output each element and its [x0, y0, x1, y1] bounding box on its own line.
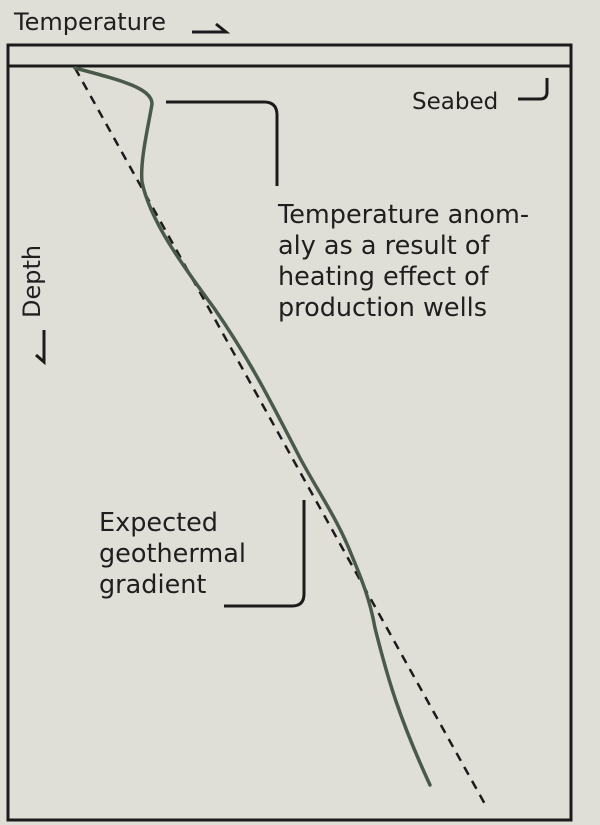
depth-axis-title: Depth [18, 244, 46, 318]
measured-temperature-curve [73, 66, 432, 787]
gradient-leader-line [224, 500, 306, 608]
depth-arrow-icon [35, 330, 46, 366]
plot-frame [6, 43, 573, 822]
anomaly-leader-line [166, 100, 279, 186]
seabed-label: Seabed [412, 89, 499, 115]
seabed-connector [518, 78, 549, 101]
temperature-axis-title: Temperature [14, 8, 167, 36]
temperature-arrow-icon [192, 22, 231, 34]
expected-geothermal-gradient-line [73, 67, 488, 807]
temperature-anomaly-label: Temperature anom- aly as a result of hea… [278, 200, 530, 323]
geothermal-gradient-label: Expected geothermal gradient [99, 508, 246, 600]
